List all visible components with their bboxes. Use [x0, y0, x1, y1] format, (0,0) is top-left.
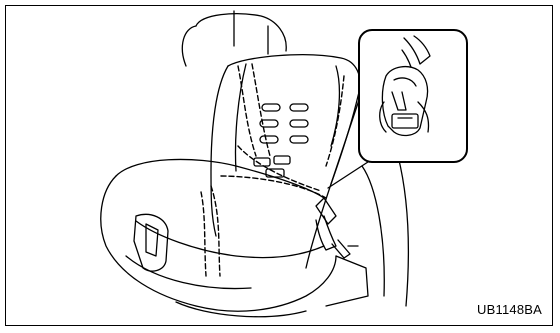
- harness-slots: [254, 104, 308, 177]
- child-seat-illustration: [6, 6, 553, 326]
- figure-code: UB1148BA: [477, 302, 542, 317]
- belt-buckle: [316, 198, 358, 258]
- figure-frame: UB1148BA: [5, 5, 553, 326]
- child-seat-shell: [101, 55, 368, 317]
- lock-clip-detail-callout: [359, 30, 467, 162]
